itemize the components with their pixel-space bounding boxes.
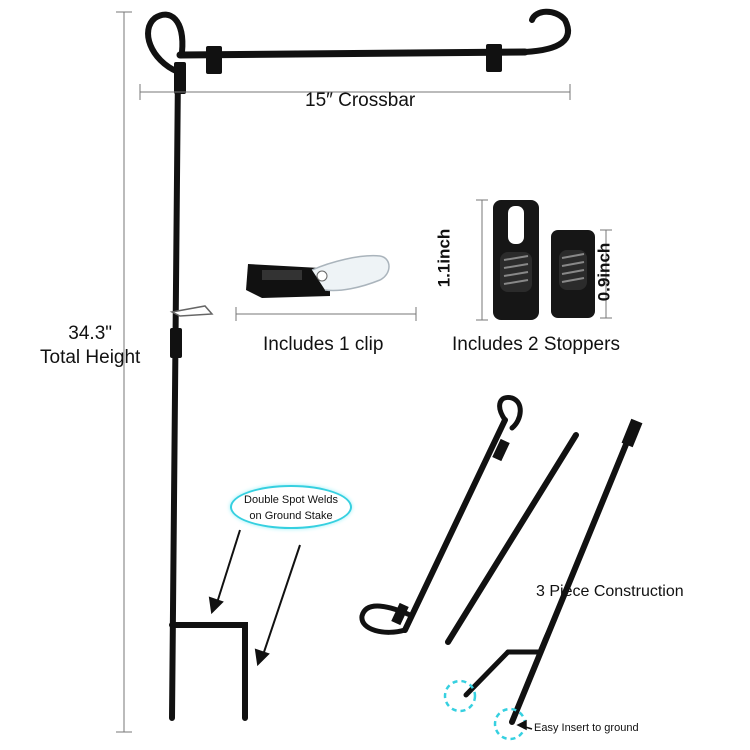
height-value: 34.3" — [68, 323, 113, 344]
insert-label: Easy Insert to ground — [534, 722, 639, 734]
stopper-dimension-lines — [476, 199, 612, 321]
stopper-small — [551, 230, 595, 318]
clip-image — [246, 254, 390, 298]
welds-line-1: Double Spot Welds — [244, 494, 338, 506]
clip-dimension-line — [235, 307, 417, 321]
assembled-flag-stand — [145, 8, 572, 721]
crossbar-label: 15″ Crossbar — [305, 90, 416, 111]
insert-arrow — [516, 719, 533, 731]
total-height-label: 34.3" Total Height — [40, 322, 140, 370]
welds-line-2: on Ground Stake — [249, 510, 333, 522]
stopper-small-size: 0.9inch — [594, 242, 614, 302]
pole-pieces — [359, 394, 643, 725]
height-dimension-line — [116, 11, 132, 733]
construction-label: 3 Piece Construction — [536, 583, 684, 600]
weld-arrows — [208, 529, 301, 667]
stopper-large — [493, 200, 539, 320]
height-caption: Total Height — [40, 347, 141, 368]
stopper-large-size: 1.1inch — [434, 228, 454, 288]
crossbar-dimension-line — [139, 84, 571, 100]
tip-highlights — [443, 679, 527, 741]
clip-label: Includes 1 clip — [263, 334, 384, 355]
stoppers-label: Includes 2 Stoppers — [452, 334, 620, 355]
welds-callout: Double Spot Welds on Ground Stake — [230, 485, 352, 529]
